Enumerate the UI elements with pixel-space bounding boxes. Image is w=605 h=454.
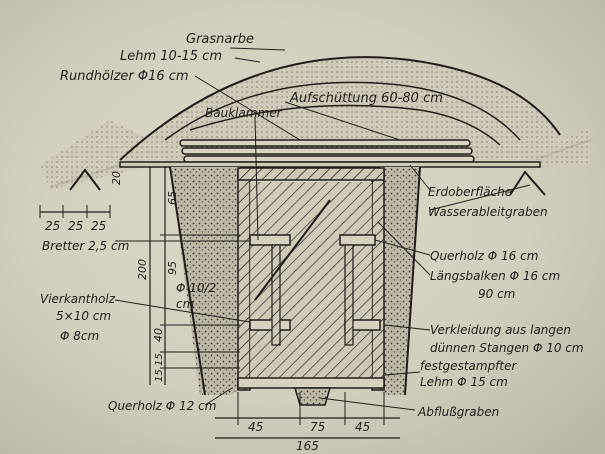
dim-95: 95 <box>166 261 179 275</box>
dim-40: 40 <box>152 328 165 342</box>
label-phi10: Φ 10/2 <box>176 281 216 295</box>
label-bauklammer: Bauklammer <box>205 106 283 120</box>
dim-65: 65 <box>166 191 179 205</box>
label-bretter: Bretter 2,5 cm <box>42 239 129 253</box>
dim-200: 200 <box>136 259 149 280</box>
label-verkleidung-2: dünnen Stangen Φ 10 cm <box>430 341 584 355</box>
dim-left-25c: 25 <box>91 219 106 233</box>
earth-cover <box>119 56 561 165</box>
label-vierkantholz-size: 5×10 cm <box>56 309 111 323</box>
label-abflussgraben: Abflußgraben <box>417 405 499 419</box>
pit-walls <box>169 166 421 396</box>
dim-bottom-165: 165 <box>296 439 319 453</box>
label-festgestampft-2: Lehm Φ 15 cm <box>420 375 508 389</box>
label-festgestampft-1: festgestampfter <box>420 359 517 373</box>
label-grasnarbe: Grasnarbe <box>186 32 254 47</box>
label-lehm: Lehm 10-15 cm <box>120 49 222 64</box>
label-wasserableitgraben: Wasserableitgraben <box>428 205 548 219</box>
label-rundhoelzer: Rundhölzer Φ16 cm <box>60 69 189 84</box>
dim-15b: 15 <box>154 369 165 382</box>
dim-bottom-75: 75 <box>310 420 325 434</box>
leader-lines <box>114 47 531 411</box>
dimension-lines <box>39 167 400 439</box>
label-vierkantholz: Vierkantholz <box>40 292 116 306</box>
dim-20: 20 <box>110 171 123 185</box>
label-querholz-16: Querholz Φ 16 cm <box>430 249 538 263</box>
roof-logs <box>119 139 541 168</box>
dim-left-25b: 25 <box>68 219 83 233</box>
timber-frame <box>237 167 385 406</box>
dim-bottom-45b: 45 <box>355 420 370 434</box>
label-aufschuettung: Aufschüttung 60-80 cm <box>289 91 443 106</box>
label-laengsbalken-length: 90 cm <box>478 287 515 301</box>
label-querholz-12: Querholz Φ 12 cm <box>108 399 216 413</box>
label-laengsbalken: Längsbalken Φ 16 cm <box>430 269 560 283</box>
label-verkleidung-1: Verkleidung aus langen <box>430 323 571 337</box>
label-erdoberflaeche: Erdoberfläche <box>428 185 512 199</box>
dim-left-25a: 25 <box>45 219 60 233</box>
label-vierkantholz-dia: Φ 8cm <box>60 329 99 343</box>
dim-15a: 15 <box>154 353 165 366</box>
label-phi10-unit: cm <box>176 297 194 311</box>
dim-bottom-45a: 45 <box>248 420 263 434</box>
